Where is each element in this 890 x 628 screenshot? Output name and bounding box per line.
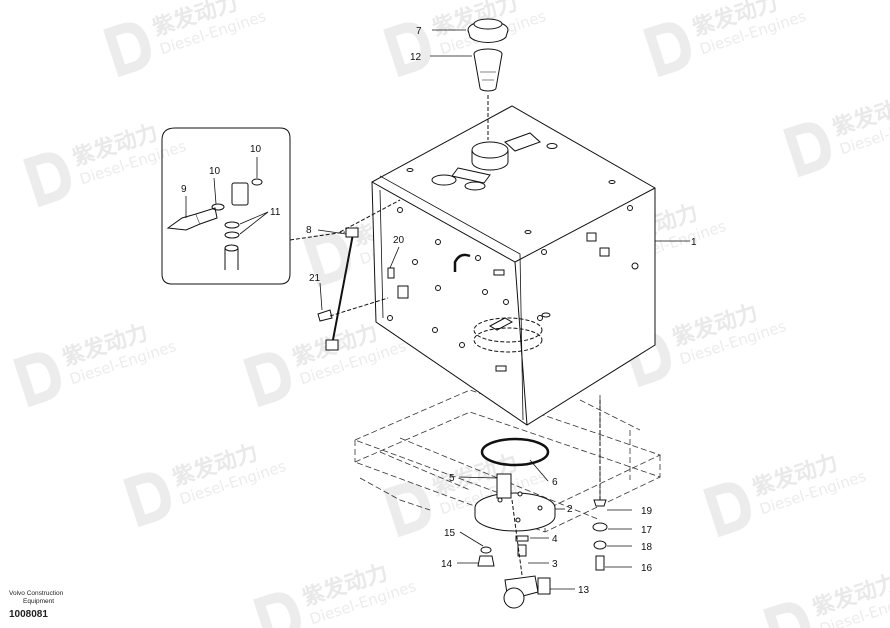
watermark-logo-icon [703,482,751,538]
callout-14: 14 [441,559,453,570]
callout-10-left: 10 [209,166,221,177]
document-number: 1008081 [9,609,48,620]
watermark-logo-icon [383,22,431,78]
callout-6: 6 [552,477,558,488]
callout-10-right: 10 [250,144,262,155]
callout-17: 17 [641,525,653,536]
callout-9: 9 [181,184,187,195]
callout-13: 13 [578,585,590,596]
watermark-logo-icon [123,472,171,528]
hydraulic-tank [371,105,656,426]
level-gauge-assembly [317,199,401,351]
callout-2: 2 [567,504,573,515]
bottom-cover-assembly [474,400,608,609]
base-frame [354,389,662,533]
callout-11: 11 [270,207,281,218]
leader-lines [185,29,690,590]
watermark-logo-icon [643,22,691,78]
watermark-logo-icon [103,22,151,78]
watermark-logo-icon [783,122,831,178]
callout-20: 20 [393,235,405,246]
watermark-logo-icon [383,482,431,538]
callout-3: 3 [552,559,558,570]
footer-caption-line2: Equipment [23,598,55,605]
watermark-logo-icon [763,602,811,628]
watermark-logo-icon [23,152,71,208]
callout-1: 1 [691,237,697,248]
watermark-logo-icon [243,352,291,408]
callout-labels: 1 2 3 4 5 6 7 8 9 10 10 11 12 13 14 15 1… [181,26,697,596]
callout-21: 21 [309,273,321,284]
callout-7: 7 [416,26,422,37]
detail-inset [161,127,346,285]
callout-8: 8 [306,225,312,236]
callout-19: 19 [641,506,653,517]
callout-12: 12 [410,52,422,63]
watermark-logo-icon [13,352,61,408]
watermark-logo-icon [253,592,301,628]
watermark-logo-icon [303,232,351,288]
footer-caption-line1: Volvo Construction [9,590,64,597]
callout-18: 18 [641,542,653,553]
callout-4: 4 [552,534,558,545]
filler-cap-assembly [467,18,509,140]
callout-5: 5 [449,473,455,484]
callout-15: 15 [444,528,456,539]
callout-16: 16 [641,563,653,574]
